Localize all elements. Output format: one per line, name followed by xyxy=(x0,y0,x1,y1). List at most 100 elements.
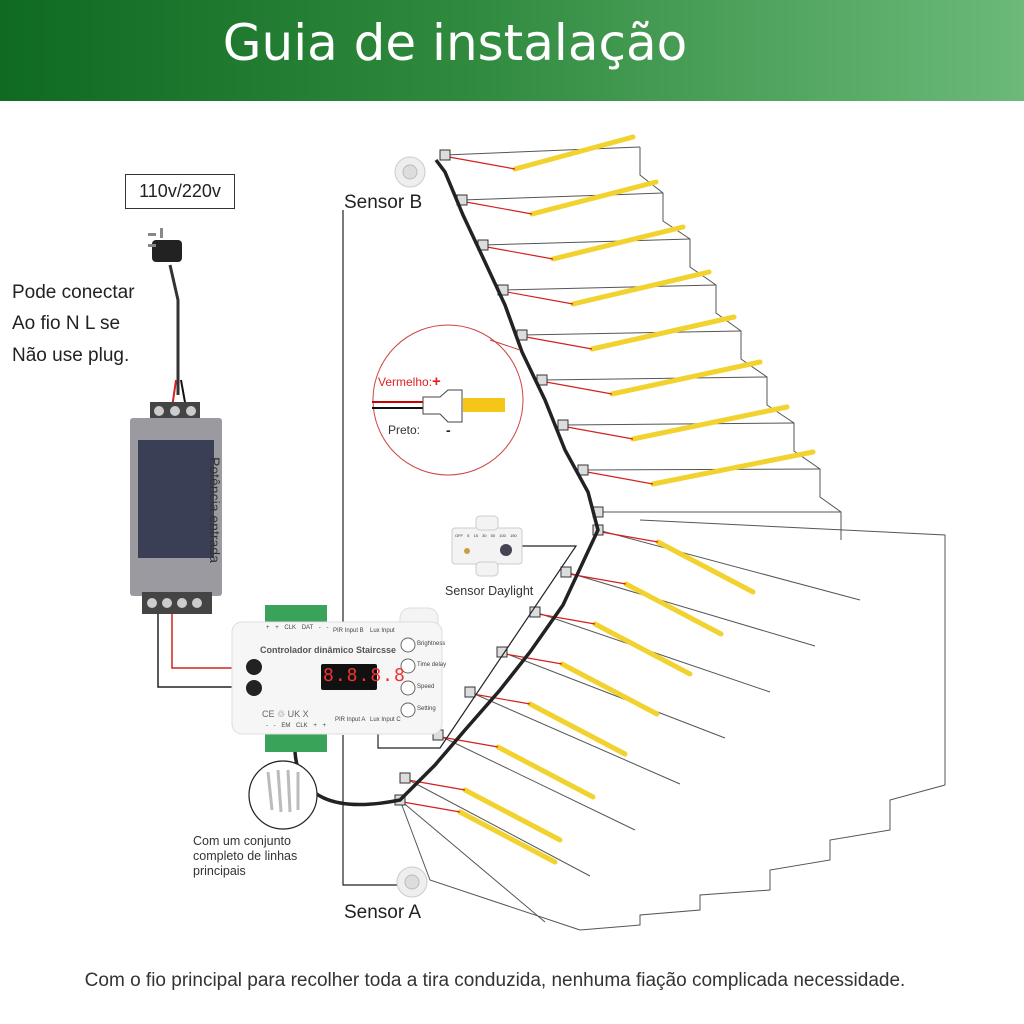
top-terminal-labels: + + CLK DAT - - xyxy=(266,625,329,631)
strip-connector xyxy=(399,772,411,784)
led-strip xyxy=(457,809,558,865)
led-strip xyxy=(623,581,724,637)
voltage-label: 110v/220v xyxy=(125,174,235,209)
sensor-b-label: Sensor B xyxy=(344,192,423,213)
power-black-wire xyxy=(157,612,234,688)
led-strip xyxy=(550,224,686,262)
led-strip xyxy=(630,404,790,442)
power-supply xyxy=(130,402,222,614)
step-nose-line xyxy=(521,330,742,336)
header-banner: Guia de instalação xyxy=(0,0,1024,101)
lux-input-label: Lux Input xyxy=(370,628,395,634)
step-nose-line xyxy=(597,529,861,601)
footer-caption: Com o fio principal para recolher toda a… xyxy=(84,970,906,991)
led-strip xyxy=(650,449,816,487)
motion-sensor-a-icon xyxy=(396,866,428,898)
strip-connector xyxy=(560,566,572,578)
step-nose-line xyxy=(399,799,546,923)
brightness-button[interactable]: Brightness xyxy=(417,641,446,647)
step-nose-line xyxy=(461,192,664,201)
sensor-a-wire xyxy=(342,735,398,886)
certification-marks: CE ♲ UK X xyxy=(262,709,309,719)
landing-edge xyxy=(639,519,946,785)
black-wire-label: Preto: xyxy=(388,423,421,437)
strip-connector xyxy=(464,686,476,698)
led-strip xyxy=(529,179,659,217)
led-strip xyxy=(655,539,756,595)
strip-wire xyxy=(600,531,659,543)
strip-wire xyxy=(440,736,499,748)
plug-icon xyxy=(148,228,182,262)
step-nose-line xyxy=(502,284,717,291)
note-line-2: Ao fio N L se xyxy=(12,313,121,334)
strip-wire xyxy=(472,693,531,705)
speed-button[interactable]: Speed xyxy=(417,684,435,690)
step-nose-line xyxy=(562,422,795,426)
led-strip xyxy=(495,744,596,800)
strip-connector xyxy=(577,464,589,476)
time-delay-button[interactable]: Time delay xyxy=(417,662,447,668)
daylight-wire xyxy=(377,545,578,749)
strip-wire xyxy=(545,381,613,395)
page-title: Guia de instalação xyxy=(222,14,688,72)
upper-flight-edge xyxy=(639,147,842,540)
strip-wire xyxy=(566,426,634,440)
strip-connector xyxy=(496,646,508,658)
red-wire-label: Vermelho:+ xyxy=(378,373,441,390)
step-nose-line xyxy=(404,777,591,877)
led-strip xyxy=(592,621,693,677)
note-line-1: Pode conectar xyxy=(12,282,135,303)
setting-button[interactable]: Setting xyxy=(417,706,436,712)
mains-cable xyxy=(168,264,180,395)
daylight-scale: OFF 5 15 30 50 100 150 xyxy=(455,533,517,538)
controller-body xyxy=(231,605,443,752)
strip-wire xyxy=(448,156,516,170)
step-nose-line xyxy=(437,734,636,831)
cable-set-line-1: Com um conjunto xyxy=(193,834,291,848)
power-red-wire xyxy=(171,612,234,669)
strip-connector xyxy=(439,149,451,161)
cable-set-line-3: principais xyxy=(193,864,246,878)
strip-wire xyxy=(486,246,554,260)
step-nose-line xyxy=(482,238,691,246)
led-strip xyxy=(512,134,636,172)
step-nose-line xyxy=(541,376,768,381)
step-nose-line xyxy=(501,651,726,739)
sensor-a-label: Sensor A xyxy=(344,902,422,923)
led-strip xyxy=(462,787,563,843)
step-nose-line xyxy=(469,691,681,785)
led-strip xyxy=(589,314,737,352)
lower-flight-base xyxy=(399,799,581,931)
step-nose-line xyxy=(582,468,821,471)
cable-set-line-2: completo de linhas xyxy=(193,849,298,863)
led-strip xyxy=(527,701,628,757)
strip-wire xyxy=(525,336,593,350)
pir-input-a-label: PIR Input A xyxy=(335,717,366,723)
bottom-terminal-labels: - - EM CLK + + xyxy=(266,723,327,729)
daylight-sensor xyxy=(451,515,523,577)
led-strip xyxy=(559,661,660,717)
power-supply-label: Potência entrada xyxy=(207,457,223,563)
lux-input-c-label: Lux Input C xyxy=(370,717,401,723)
strip-wire xyxy=(465,201,533,215)
step-nose-line xyxy=(444,146,641,156)
controller-title: Controlador dinâmico Staircsse xyxy=(260,645,397,655)
strip-wire xyxy=(586,471,654,485)
pir-input-b-label: PIR Input B xyxy=(333,628,364,634)
cable-set-callout xyxy=(248,760,318,830)
strip-wire xyxy=(537,613,596,625)
black-wire-sign: - xyxy=(446,422,451,438)
lower-flight-edge xyxy=(579,784,946,931)
step-nose-line xyxy=(565,571,816,647)
strip-wire xyxy=(506,291,574,305)
controller-display: 8.8.8.8 xyxy=(323,665,406,686)
strip-wire xyxy=(504,653,563,665)
led-strip xyxy=(609,359,763,397)
wire-detail-callout xyxy=(372,324,524,476)
strip-connector xyxy=(557,419,569,431)
motion-sensor-b-icon xyxy=(394,156,426,188)
note-line-3: Não use plug. xyxy=(12,345,130,366)
led-strip xyxy=(570,269,712,307)
